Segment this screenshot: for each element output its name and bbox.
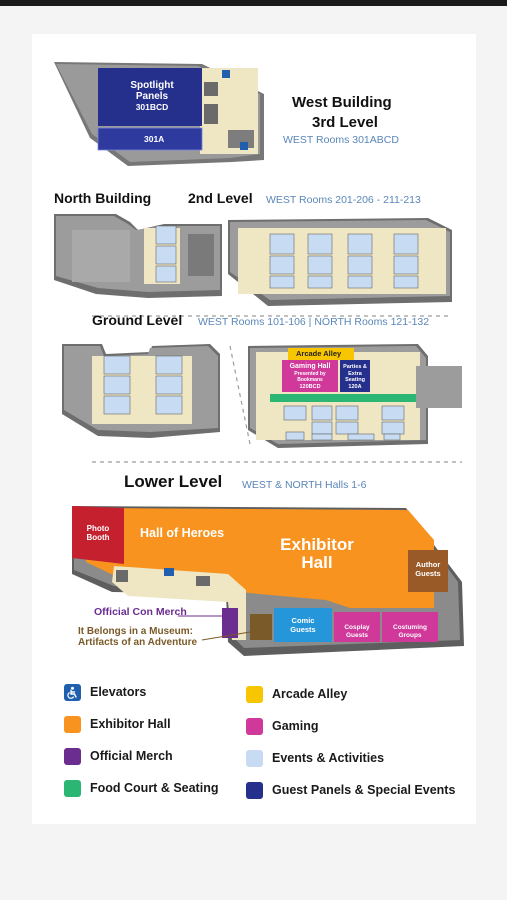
museum-callout: It Belongs in a Museum: Artifacts of an …: [78, 626, 197, 648]
spotlight-panels-label: Spotlight Panels 301BCD: [124, 80, 180, 113]
photo-booth-area: [72, 506, 124, 564]
author-guests-label: Author Guests: [410, 560, 446, 578]
spotlight-panels-room: [98, 68, 202, 126]
legend-label: Official Merch: [90, 749, 173, 763]
second-level-west-plan: [228, 218, 452, 306]
legend-swatch: [64, 715, 81, 733]
legend-arcade: Arcade Alley: [246, 684, 347, 704]
arcade-alley-area: [288, 348, 354, 360]
lower-level-plan: [72, 506, 464, 656]
legend-label: Events & Activities: [272, 751, 385, 765]
legend-label: Guest Panels & Special Events: [272, 783, 456, 797]
legend-gaming: Gaming: [246, 716, 319, 736]
second-level-north-plan: [54, 214, 222, 298]
second-level-title: 2nd Level: [188, 190, 253, 206]
ground-level-west-plan: [248, 344, 462, 448]
floor-map-card: Spotlight Panels 301BCD 301A West Buildi…: [32, 34, 476, 824]
lower-level-rooms: WEST & NORTH Halls 1-6: [242, 479, 367, 491]
ground-level-rooms: WEST Rooms 101-106 | NORTH Rooms 121-132: [198, 316, 430, 328]
legend-elevators: Elevators: [64, 682, 146, 702]
author-guests-area: [408, 550, 448, 592]
legend-label: Exhibitor Hall: [90, 717, 171, 731]
exhibitor-hall-line1: Exhibitor: [280, 535, 354, 554]
gaming-hall-label: Gaming Hall Presented by Bookmans 120BCD: [284, 363, 336, 391]
gaming-hall-sponsor: Presented by Bookmans: [294, 371, 326, 383]
legend-label: Arcade Alley: [272, 687, 348, 701]
official-merch-callout: Official Con Merch: [94, 606, 187, 618]
gaming-hall-text: Gaming Hall: [289, 363, 331, 370]
museum-callout-line1: It Belongs in a Museum:: [78, 626, 194, 637]
second-level-rooms: WEST Rooms 201-206 - 211-213: [266, 194, 421, 206]
museum-callout-line2: Artifacts of an Adventure: [78, 637, 198, 648]
ground-level-north-plan: [62, 344, 220, 438]
hall-of-heroes-label: Hall of Heroes: [140, 526, 225, 540]
parties-seating-area: [340, 360, 370, 392]
cosplay-guests-area: [334, 612, 380, 642]
legend-exhibitor: Exhibitor Hall: [64, 714, 171, 734]
comic-guests-text: Comic Guests: [290, 616, 316, 634]
legend-swatch: [246, 717, 263, 735]
floor-plan-drawing: [54, 62, 464, 656]
cosplay-guests-label: Cosplay Guests: [336, 624, 378, 640]
legend-swatch: [64, 747, 81, 765]
arcade-alley-label: Arcade Alley: [296, 349, 342, 358]
costuming-groups-text: Costuming Groups: [393, 624, 427, 639]
spotlight-room-number: 301BCD: [135, 102, 169, 112]
food-court-area: [270, 394, 416, 402]
legend-swatch: [246, 781, 263, 799]
legend-events: Events & Activities: [246, 748, 384, 768]
parties-text: Parties & Extra Seating: [343, 364, 367, 383]
room-301a: [97, 127, 203, 151]
elevator-icon: [240, 142, 248, 150]
legend-food: Food Court & Seating: [64, 778, 218, 798]
accessibility-icon: [64, 683, 81, 701]
legend-swatch: [64, 779, 81, 797]
third-level-rooms: WEST Rooms 301ABCD: [283, 134, 399, 146]
museum-exhibit-area: [250, 614, 272, 640]
top-status-bar: [0, 0, 507, 6]
legend-swatch: [246, 685, 263, 703]
parties-label: Parties & Extra Seating 120A: [341, 364, 369, 390]
cosplay-guests-text: Cosplay Guests: [344, 624, 370, 639]
comic-guests-area: [274, 608, 332, 642]
room-213: [155, 225, 177, 245]
gaming-hall-room: 120BCD: [299, 384, 321, 390]
third-level-plan: [54, 62, 264, 166]
elevator-icon: [222, 70, 230, 78]
elevator-icon: [164, 568, 174, 576]
legend-swatch: [246, 749, 263, 767]
legend-label: Elevators: [90, 685, 147, 699]
parties-room: 120A: [348, 383, 362, 390]
author-guests-text: Author Guests: [415, 560, 441, 578]
legend-merch: Official Merch: [64, 746, 173, 766]
gaming-hall-area: [282, 360, 338, 392]
exhibitor-hall-line2: Hall: [301, 553, 333, 572]
photo-booth-text: Photo Booth: [86, 524, 110, 542]
exhibitor-hall-label: Exhibitor Hall: [272, 536, 362, 572]
photo-booth-label: Photo Booth: [78, 524, 118, 542]
costuming-groups-area: [382, 612, 438, 642]
spotlight-panels-text: Spotlight Panels: [130, 80, 174, 102]
legend-label: Food Court & Seating: [90, 781, 219, 795]
comic-guests-label: Comic Guests: [278, 616, 328, 634]
legend-panels: Guest Panels & Special Events: [246, 780, 455, 800]
official-merch-area: [222, 608, 238, 638]
ground-level-title: Ground Level: [92, 312, 183, 328]
room-301a-label: 301A: [144, 134, 165, 144]
west-building-title: West Building: [292, 94, 392, 111]
costuming-groups-label: Costuming Groups: [384, 624, 436, 640]
room-212: [155, 245, 177, 265]
legend-label: Gaming: [272, 719, 319, 733]
room-211: [155, 265, 177, 283]
lower-level-title: Lower Level: [124, 472, 223, 491]
north-building-title: North Building: [54, 190, 152, 206]
third-level-title: 3rd Level: [312, 114, 378, 131]
